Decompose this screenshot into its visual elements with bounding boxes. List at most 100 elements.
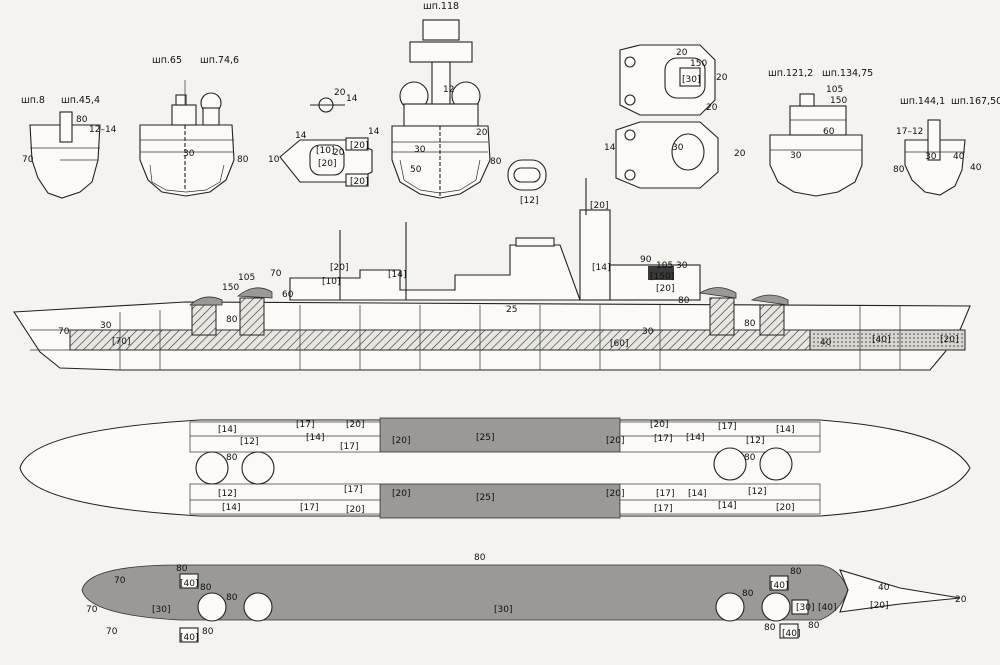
armor-label: [17] — [656, 489, 674, 499]
armor-label: 20 — [716, 73, 728, 83]
armor-label: [20] — [346, 505, 364, 515]
armor-label: [10] — [322, 277, 340, 287]
armor-label: 70 — [270, 269, 282, 279]
armor-label: 40 — [878, 583, 890, 593]
armor-label: 14 — [368, 127, 380, 137]
armor-label: 40 — [953, 152, 965, 162]
armor-label: [12] — [520, 196, 538, 206]
armor-label: 12–14 — [89, 125, 117, 135]
armor-label: 30 — [642, 327, 654, 337]
armor-label: 30 — [672, 143, 684, 153]
armor-label: 80 — [202, 627, 214, 637]
armor-label: 14 — [295, 131, 307, 141]
armor-label: 20 — [476, 128, 488, 138]
armor-label: [70] — [112, 337, 130, 347]
armor-label: [17] — [344, 485, 362, 495]
armor-label: [20] — [776, 503, 794, 513]
armor-label: [20] — [940, 335, 958, 345]
armor-label: [14] — [718, 501, 736, 511]
armor-label: 70 — [22, 155, 34, 165]
armor-label: [30] — [152, 605, 170, 615]
deck-upper-labels: [14] [17] [20] [12] [14] [17] [20] [20] … — [218, 420, 794, 452]
armor-label: [60] — [610, 339, 628, 349]
armor-label: [14] — [776, 425, 794, 435]
armor-label: 90 — [640, 255, 652, 265]
armor-label: [40] — [180, 579, 198, 589]
armor-label: [40] — [872, 335, 890, 345]
deck-lower-labels: [12] [17] [20] [14] [17] [20] [20] [17] … — [218, 485, 794, 515]
armor-label: 70 — [86, 605, 98, 615]
armor-label: [30] — [682, 75, 700, 85]
armor-label: 80 — [744, 319, 756, 329]
armor-label: 105 — [656, 261, 673, 271]
section-frame-8-45: шп.8 шп.45,4 70 80 12–14 — [21, 95, 117, 199]
barbette-label: 80 — [226, 453, 238, 463]
armor-label: 80 — [226, 315, 238, 325]
armor-label: [14] — [306, 433, 324, 443]
armor-label: [12] — [240, 437, 258, 447]
armor-label: 150 — [830, 96, 847, 106]
frame-label: шп.118 — [423, 1, 459, 12]
deck-center-label: [25] — [476, 493, 494, 503]
frame-label: шп.134,75 — [822, 68, 873, 79]
profile-labels: 70 30 [70] 105 150 70 [20] [10] 60 80 [1… — [58, 201, 958, 349]
frame-label: шп.74,6 — [200, 55, 239, 66]
frame-label: шп.45,4 — [61, 95, 100, 106]
armor-label: 40 — [970, 163, 982, 173]
armor-label: 150 — [690, 59, 707, 69]
armor-label: 70 — [58, 327, 70, 337]
section-frame-144: шп.144,1 шп.167,50 17–12 80 30 40 40 — [893, 96, 1000, 196]
armor-label: 80 — [808, 621, 820, 631]
armor-label: 20 — [955, 595, 967, 605]
armor-label: [17] — [296, 420, 314, 430]
armor-label: 30 — [414, 145, 426, 155]
armor-label: [14] — [592, 263, 610, 273]
armor-label: [12] — [748, 487, 766, 497]
armor-label: [20] — [606, 436, 624, 446]
section-frame-65: шп.65 шп.74,6 30 80 — [139, 55, 249, 197]
turret-sketch-small: 20 14 — [310, 88, 358, 113]
armor-label: [20] — [656, 284, 674, 294]
turret-plan-center: [12] — [507, 159, 547, 206]
armor-label: [12] — [218, 489, 236, 499]
armor-label: [40] — [818, 603, 836, 613]
armor-label: [17] — [340, 442, 358, 452]
frame-label: шп.8 — [21, 95, 45, 106]
armor-label: [14] — [686, 433, 704, 443]
armor-label: 80 — [237, 155, 249, 165]
armor-label: 80 — [226, 593, 238, 603]
armor-label: [30] — [796, 603, 814, 613]
armor-label: 80 — [790, 567, 802, 577]
armor-label: [17] — [654, 434, 672, 444]
armor-label: [20] — [392, 489, 410, 499]
armor-label: [14] — [688, 489, 706, 499]
armor-label: 40 — [820, 338, 832, 348]
armor-label: 30 — [100, 321, 112, 331]
barbette-label: 80 — [744, 453, 756, 463]
turret-plan-left: 14 14 10 [10] [20] 20 [20] [20] — [268, 127, 380, 187]
armor-label: 30 — [183, 149, 195, 159]
armor-label: [20] — [590, 201, 608, 211]
armor-label: 20 — [706, 103, 718, 113]
armor-label: [17] — [718, 422, 736, 432]
armor-label: [150] — [650, 272, 674, 282]
armor-label: 50 — [410, 165, 422, 175]
frame-label: шп.121,2 — [768, 68, 813, 79]
lower-deck-plan: 80 70 80 [40] 80 [30] [30] 70 [40] 80 70… — [81, 553, 967, 643]
armor-label: 30 — [925, 152, 937, 162]
armor-label: [20] — [318, 159, 336, 169]
armor-label: [20] — [350, 177, 368, 187]
armor-label: [17] — [654, 504, 672, 514]
turret-plan-right: 20 150 [30] 20 20 14 30 20 — [604, 44, 746, 189]
armor-label: [20] — [330, 263, 348, 273]
armor-label: [20] — [650, 420, 668, 430]
armor-label: [40] — [770, 581, 788, 591]
armor-label: [10] — [316, 146, 334, 156]
armor-label: 20 — [333, 148, 345, 158]
armor-label: 80 — [742, 589, 754, 599]
armor-label: [30] — [494, 605, 512, 615]
section-frame-118: шп.118 12 20 30 50 80 — [391, 1, 502, 199]
armor-label: 10 — [268, 155, 280, 165]
armor-label: 60 — [282, 290, 294, 300]
